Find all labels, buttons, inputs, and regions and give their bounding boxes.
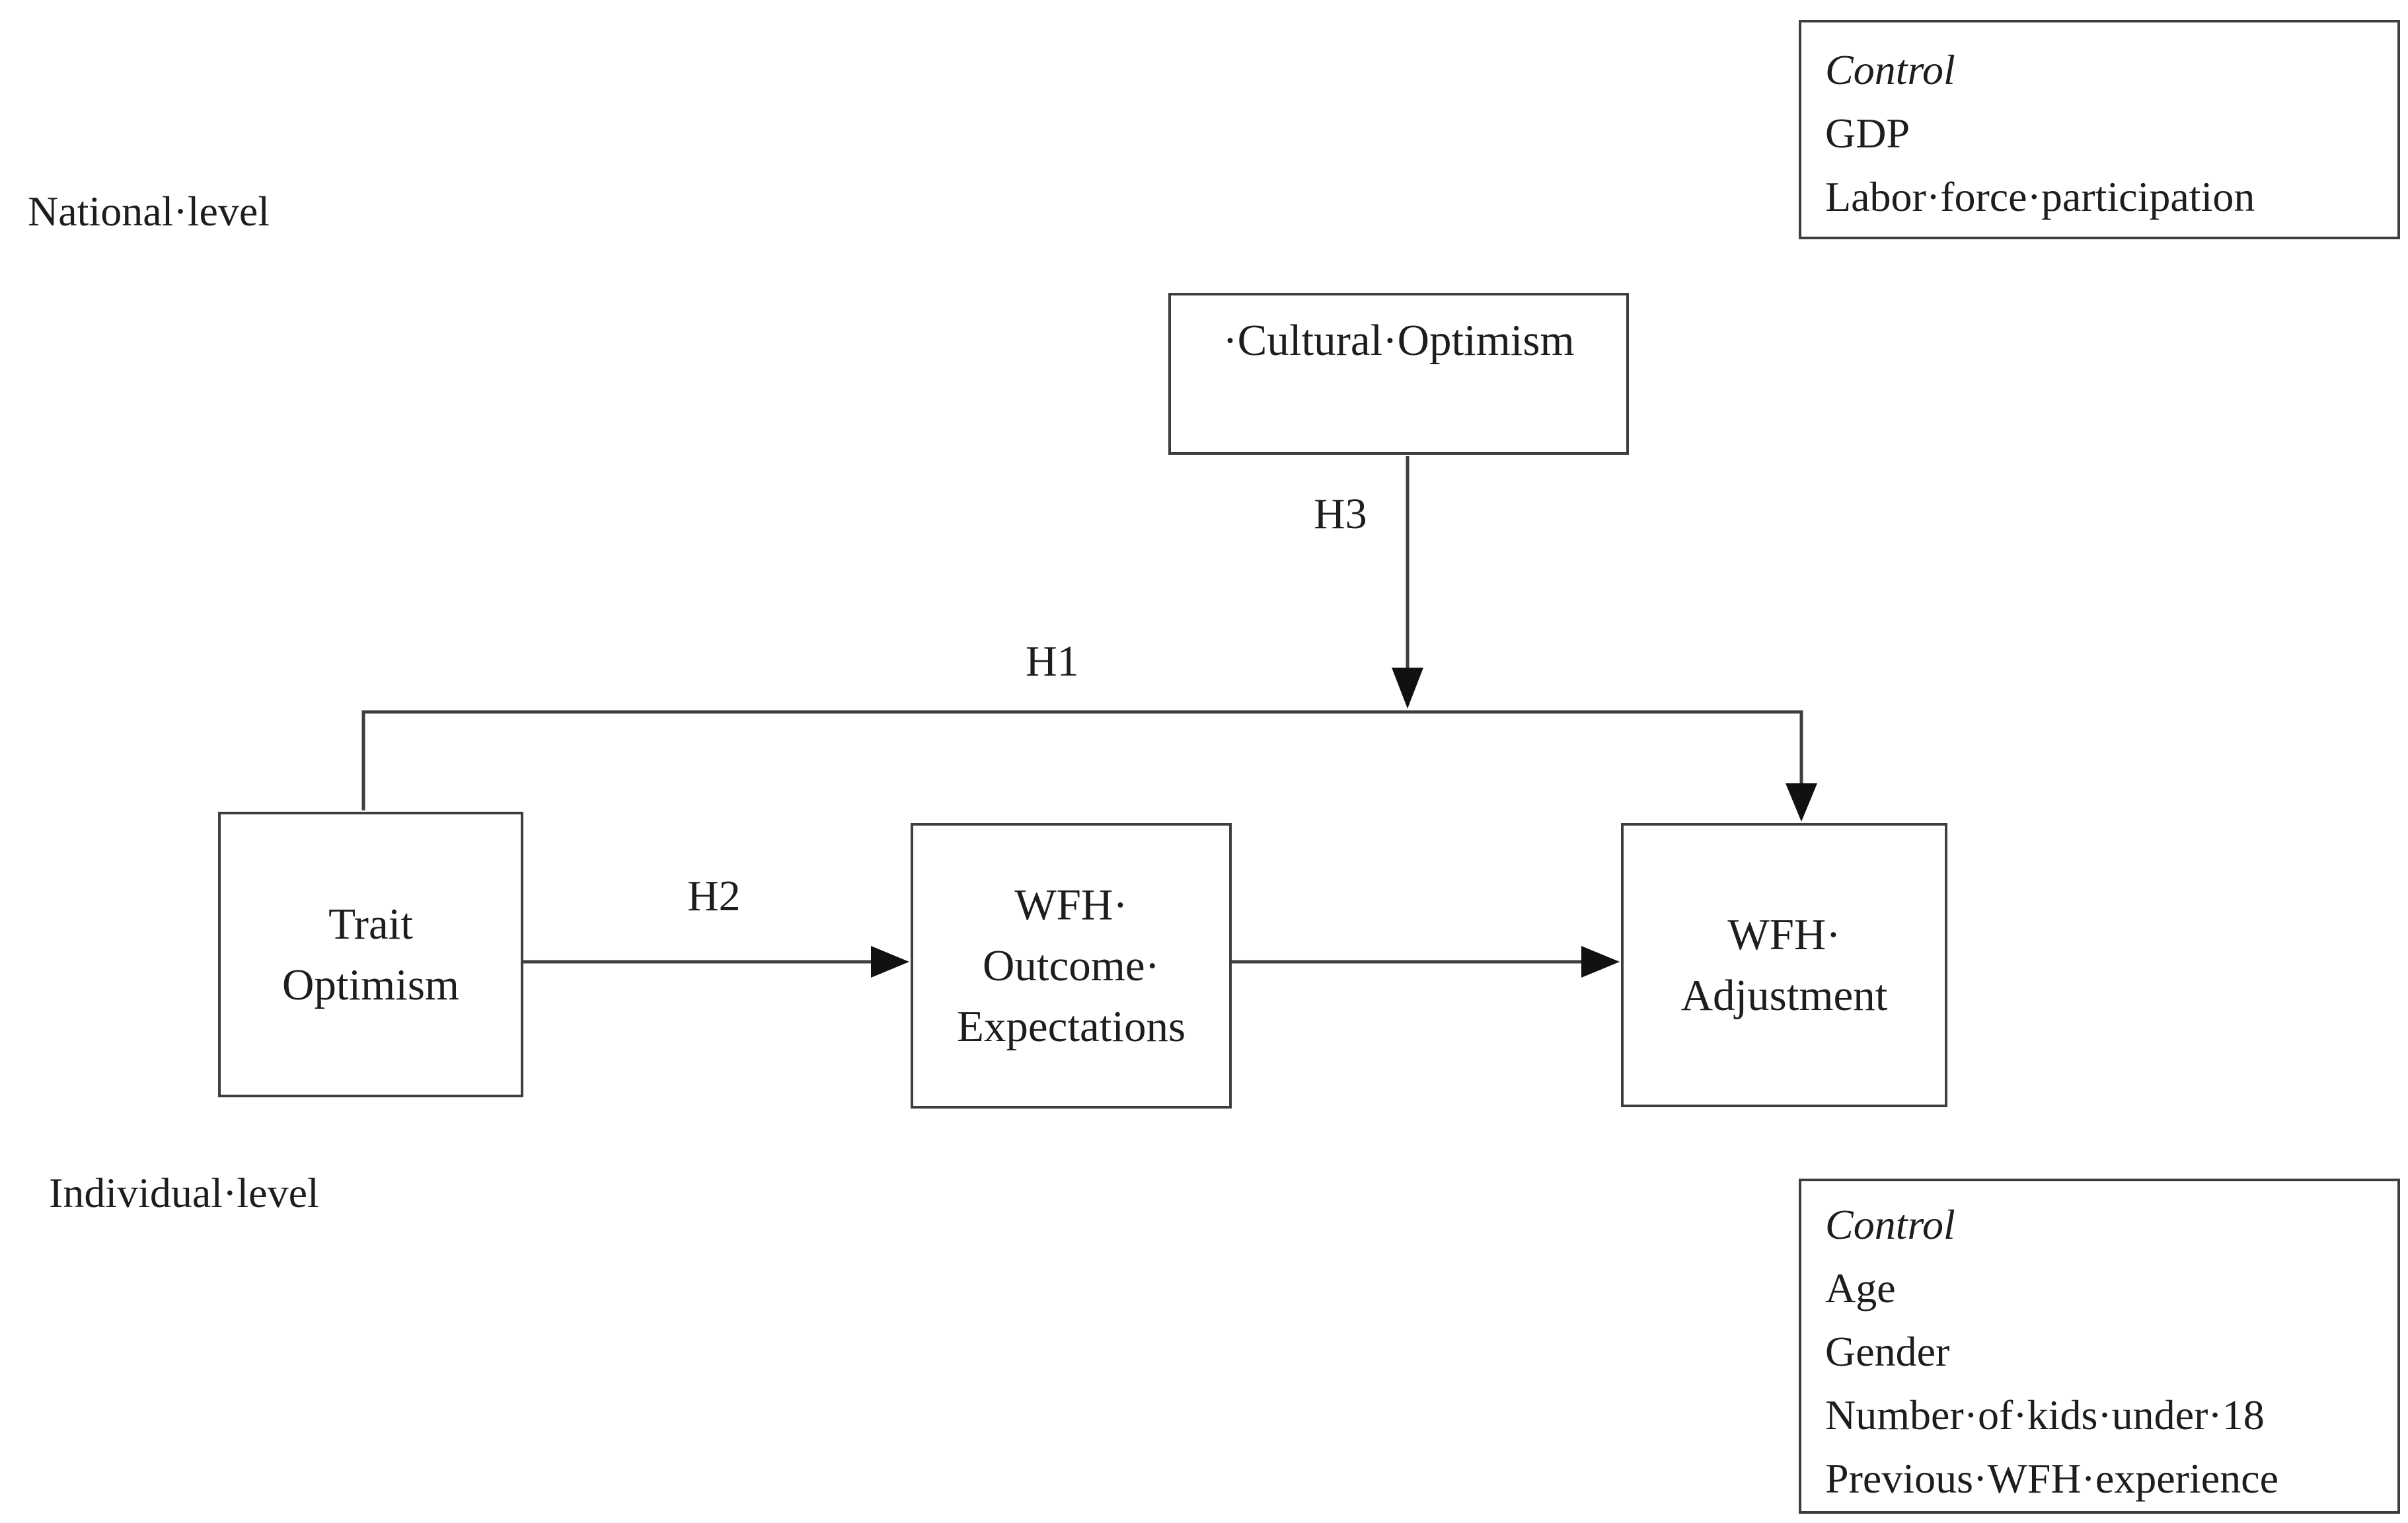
control-item-kids: Number·of·kids·under·18 bbox=[1825, 1391, 2265, 1438]
wfh-outcome-label-line1: WFH· bbox=[1014, 880, 1128, 929]
wfh-adjustment-label-line2: Adjustment bbox=[1680, 971, 1888, 1020]
h1-label: H1 bbox=[1026, 637, 1079, 685]
control-item-age: Age bbox=[1825, 1265, 1896, 1311]
h3-label: H3 bbox=[1314, 490, 1367, 538]
control-item-wfh-experience: Previous·WFH·experience bbox=[1825, 1455, 2278, 1502]
outcome-to-adjustment-arrowhead bbox=[1581, 946, 1620, 978]
control-item-gdp: GDP bbox=[1825, 110, 1910, 157]
control-box-individual: Control Age Gender Number·of·kids·under·… bbox=[1799, 1179, 2400, 1514]
wfh-outcome-label-line2: Outcome· bbox=[983, 941, 1160, 990]
h1-path bbox=[361, 710, 1803, 810]
trait-optimism-box: Trait Optimism bbox=[218, 812, 523, 1097]
wfh-outcome-label-line3: Expectations bbox=[956, 1002, 1186, 1051]
h2-arrowhead bbox=[871, 946, 909, 978]
h2-label: H2 bbox=[687, 872, 741, 920]
cultural-optimism-box: ·Cultural·Optimism bbox=[1168, 293, 1629, 455]
national-level-label: National·level bbox=[28, 188, 270, 235]
cultural-optimism-label: ·Cultural·Optimism bbox=[1223, 316, 1575, 365]
control-box-individual-title: Control bbox=[1825, 1201, 1955, 1248]
control-item-labor-force: Labor·force·participation bbox=[1825, 173, 2255, 220]
individual-level-label: Individual·level bbox=[49, 1169, 319, 1216]
control-item-gender: Gender bbox=[1825, 1328, 1950, 1375]
wfh-adjustment-label-line1: WFH· bbox=[1727, 910, 1841, 959]
trait-optimism-label-line2: Optimism bbox=[282, 960, 460, 1009]
h1-arrowhead bbox=[1786, 783, 1817, 822]
h3-arrowhead bbox=[1392, 668, 1423, 709]
wfh-outcome-expectations-box: WFH· Outcome· Expectations bbox=[911, 823, 1232, 1109]
trait-optimism-label-line1: Trait bbox=[328, 900, 413, 949]
control-box-national: Control GDP Labor·force·participation bbox=[1799, 20, 2400, 239]
control-box-national-title: Control bbox=[1825, 46, 1955, 93]
wfh-adjustment-box: WFH· Adjustment bbox=[1621, 823, 1947, 1107]
